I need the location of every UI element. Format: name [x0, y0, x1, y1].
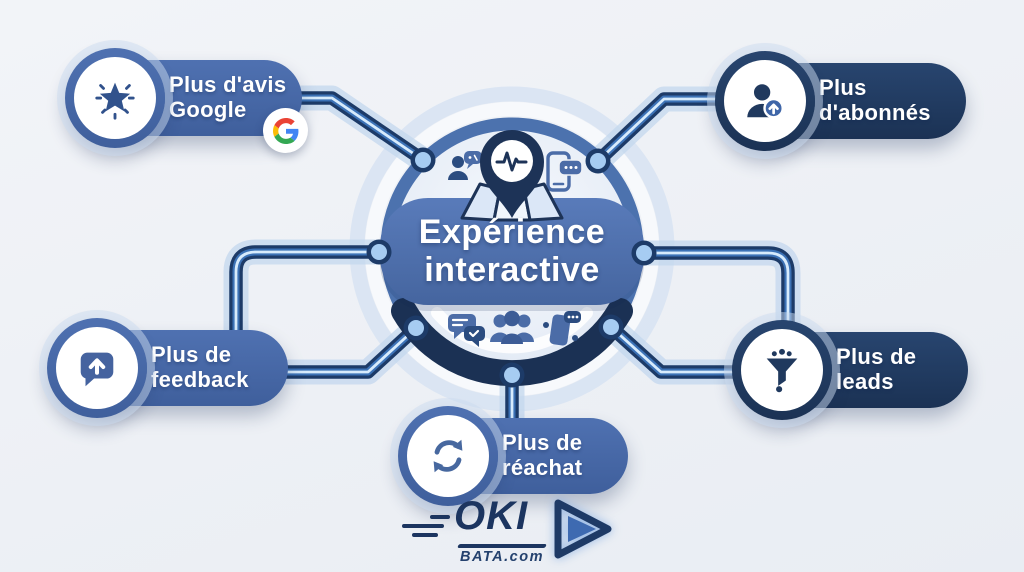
pill-label-line2: leads: [836, 369, 894, 394]
connection-nodes: [366, 147, 657, 388]
chat-pair-icon: [448, 314, 485, 347]
feedback-bubble-icon: [80, 352, 114, 387]
pill-plus-reachat: Plus de réachat: [398, 406, 628, 506]
repeat-icon: [433, 439, 463, 473]
speaker-bubble-icon: [448, 151, 482, 180]
pill-label-line1: Plus de: [502, 430, 583, 456]
speed-lines-icon: [402, 515, 450, 537]
logo-underline: [457, 544, 547, 548]
pill-plus-avis-google: Plus d'avis Google: [65, 48, 308, 153]
pill-label-line2: Google: [169, 97, 247, 122]
pill-icon-disc: [732, 320, 832, 420]
google-g-icon: [272, 117, 298, 144]
play-icon: [554, 499, 612, 559]
star-sparkle-icon: [95, 82, 135, 120]
pill-label-line2: réachat: [502, 455, 583, 480]
pill-icon-disc: [715, 51, 815, 151]
center-title: Expérience interactive: [380, 198, 644, 305]
logo-domain: BATA.com: [460, 549, 544, 565]
funnel-icon: [766, 348, 798, 393]
pill-label-line1: Plus: [819, 75, 867, 101]
pill-plus-abonnes: Plus d'abonnés: [715, 51, 966, 151]
phone-share-icon: [543, 311, 581, 346]
center-title-line1: Expérience: [418, 213, 606, 252]
google-badge: [263, 108, 308, 153]
center-title-line2: interactive: [424, 250, 600, 289]
audience-icon: [490, 310, 534, 344]
brand-logo: OKI BATA.com: [402, 494, 622, 566]
follower-up-icon: [747, 84, 784, 119]
pill-icon-disc: [65, 48, 165, 148]
location-pulse-icon: [480, 130, 544, 218]
pill-plus-feedback: Plus de feedback: [47, 318, 288, 418]
pill-icon-disc: [47, 318, 147, 418]
pill-plus-leads: Plus de leads: [732, 320, 968, 420]
phone-chat-icon: [546, 151, 583, 192]
pill-label-line1: Plus de: [151, 342, 232, 368]
pill-label-line2: d'abonnés: [819, 100, 931, 125]
pill-icon-disc: [398, 406, 498, 506]
logo-name: OKI: [454, 494, 529, 538]
pill-label-line2: feedback: [151, 367, 249, 392]
center-pill: [380, 198, 644, 311]
pill-label-line1: Plus d'avis: [169, 72, 287, 98]
pill-label-line1: Plus de: [836, 344, 917, 370]
